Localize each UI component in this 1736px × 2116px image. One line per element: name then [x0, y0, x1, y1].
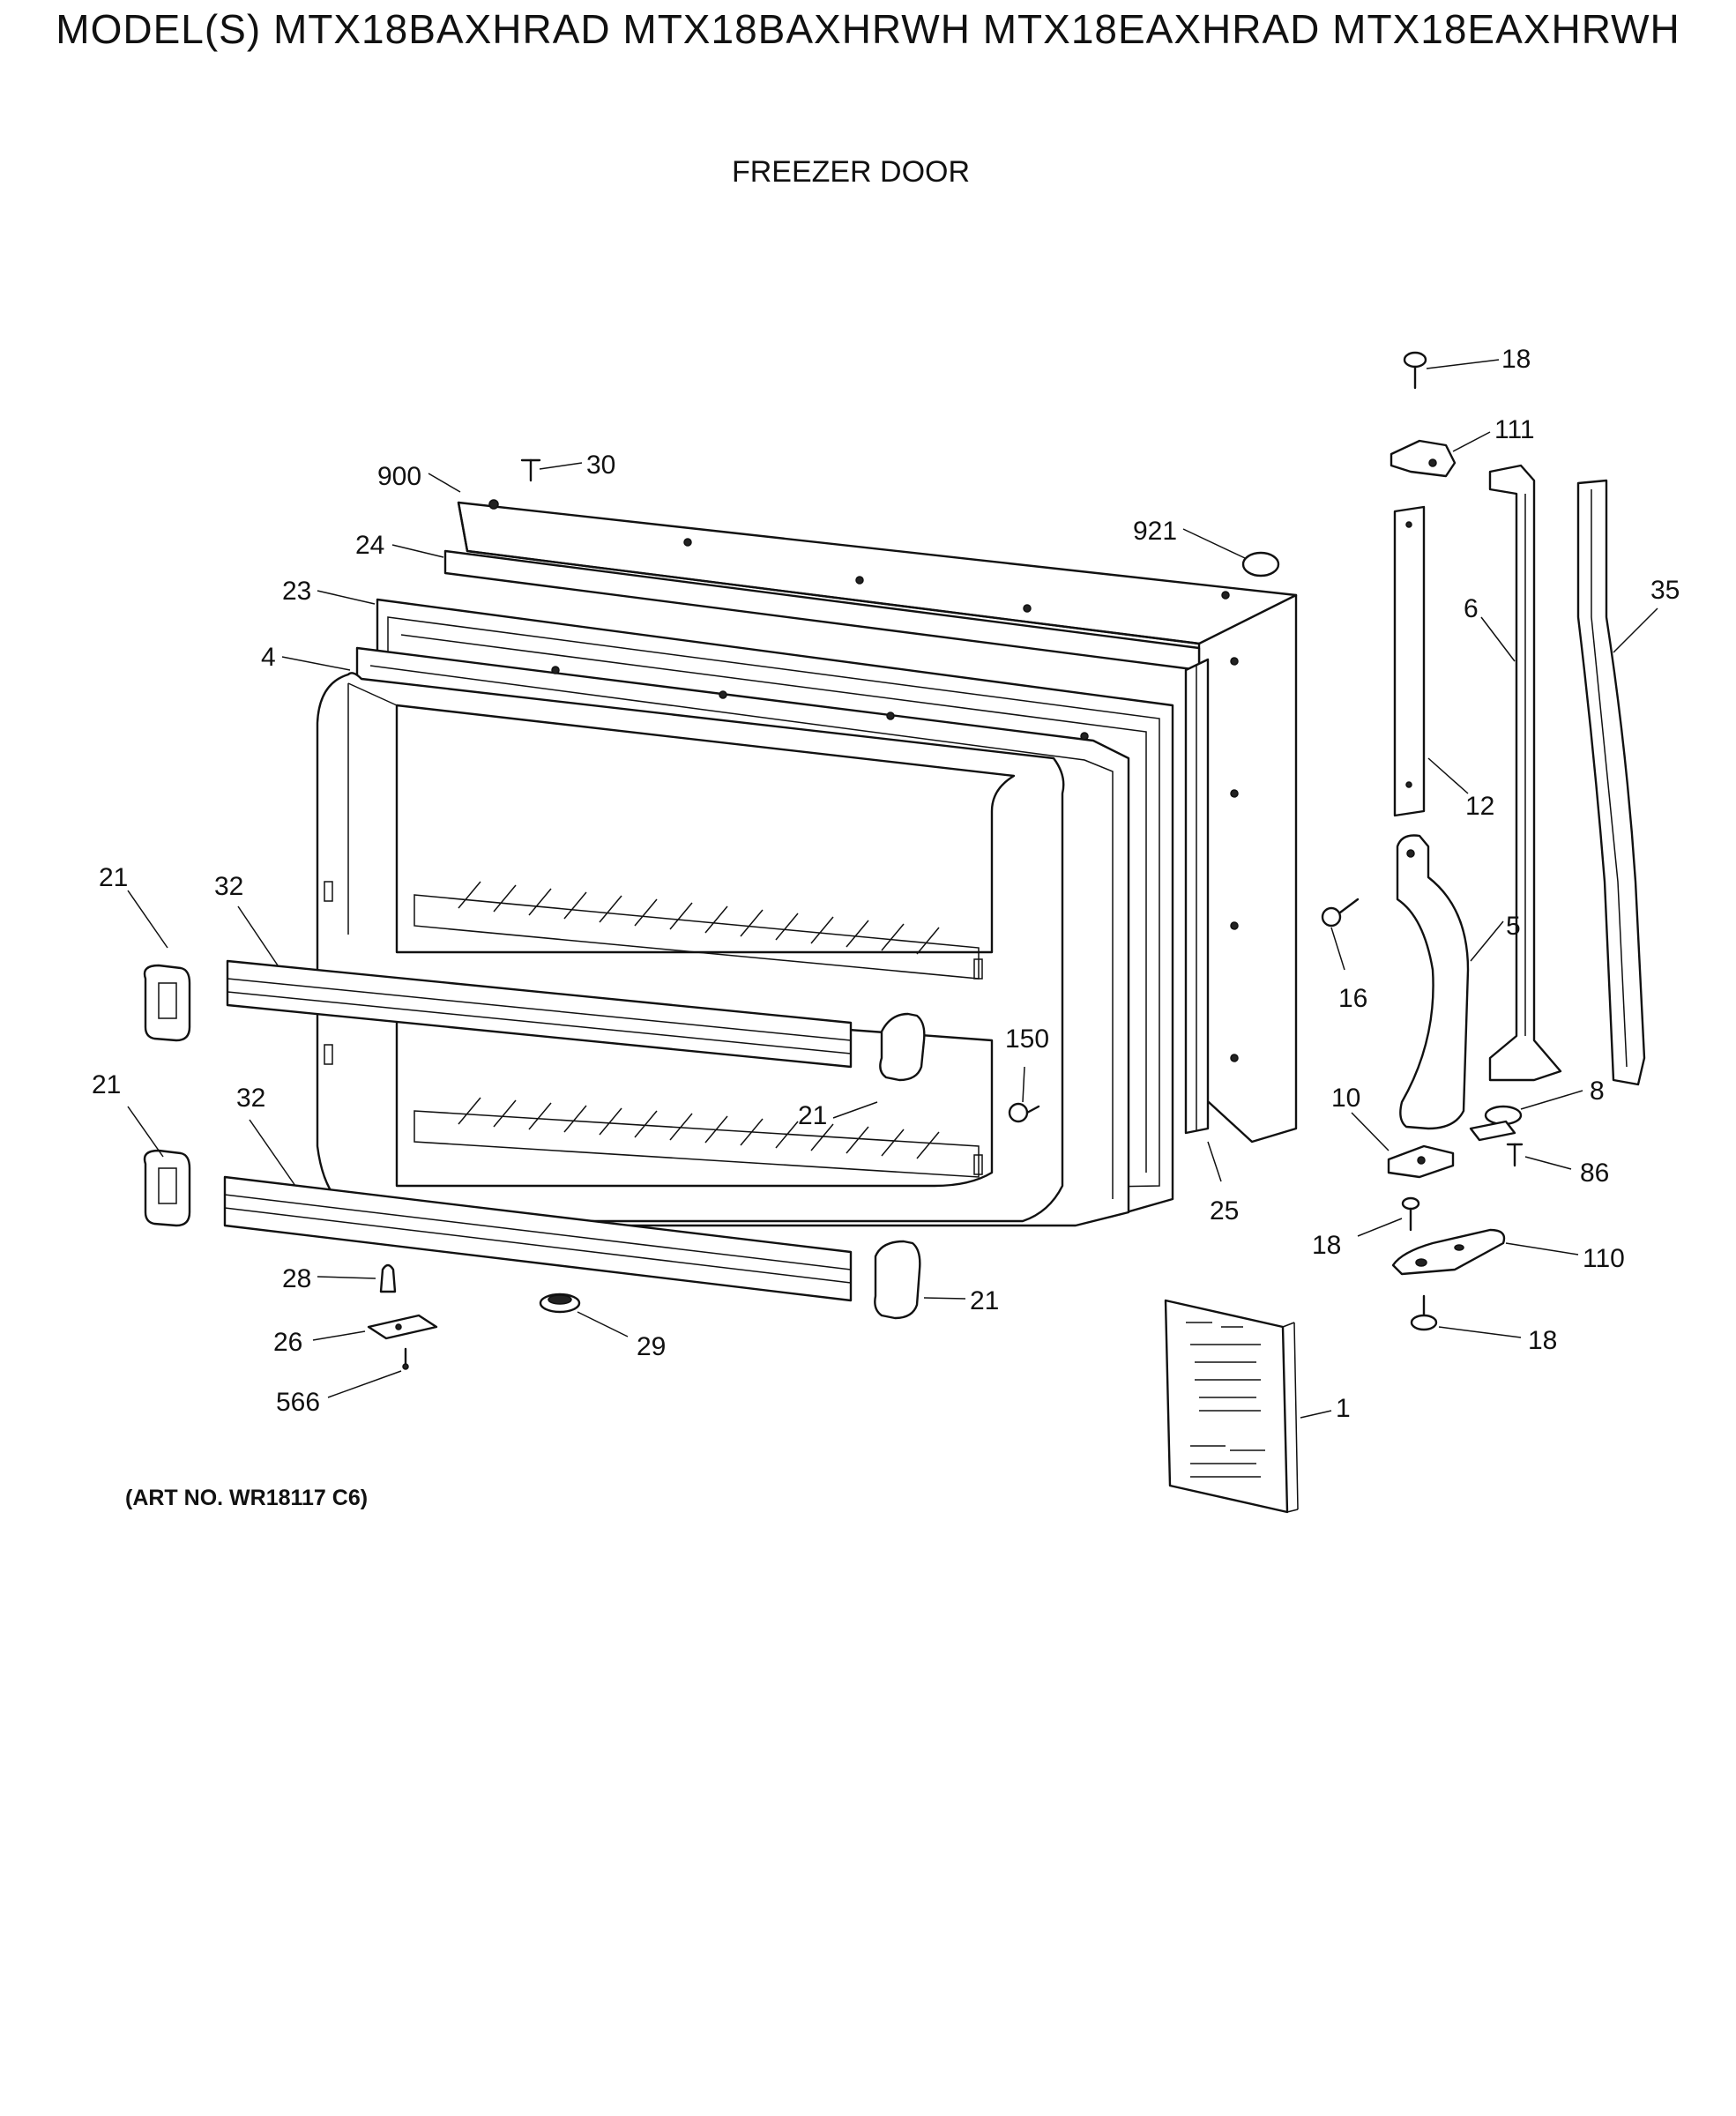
cap-8 — [1469, 1105, 1523, 1142]
gasket-strip-25 — [1184, 658, 1210, 1135]
callout-12: 12 — [1465, 792, 1494, 821]
hinge-110 — [1391, 1228, 1506, 1276]
plate-26 — [367, 1314, 438, 1340]
callout-110: 110 — [1583, 1244, 1625, 1273]
shelf-end-cap-21-lower-left — [143, 1149, 191, 1227]
handle-35 — [1576, 479, 1646, 1086]
callout-24: 24 — [355, 531, 384, 560]
shelf-end-cap-21-upper-left — [143, 964, 191, 1042]
callout-21-lower-left: 21 — [92, 1070, 121, 1099]
hinge-bracket-12 — [1393, 505, 1426, 817]
screw-566 — [402, 1347, 409, 1370]
shelf-bar-32-upper — [226, 959, 853, 1069]
callout-8: 8 — [1590, 1077, 1605, 1106]
screw-16 — [1321, 898, 1360, 928]
callout-1: 1 — [1336, 1394, 1351, 1423]
callout-26: 26 — [273, 1328, 302, 1357]
models-heading: MODEL(S) MTX18BAXHRAD MTX18BAXHRWH MTX18… — [56, 6, 1680, 52]
handle-mount-5 — [1396, 834, 1470, 1130]
hinge-screw-18-top — [1403, 351, 1427, 390]
callout-35: 35 — [1650, 576, 1680, 605]
plug-921 — [1241, 551, 1280, 577]
callout-30: 30 — [586, 451, 615, 480]
pin-28 — [379, 1263, 397, 1293]
screw-30 — [520, 458, 541, 482]
shelf-end-cap-21-lower-right — [874, 1240, 921, 1320]
callout-921: 921 — [1133, 517, 1177, 546]
plug-29 — [539, 1293, 581, 1314]
callout-21-lower-right: 21 — [970, 1286, 999, 1315]
callout-32-lower: 32 — [236, 1084, 265, 1113]
hinge-screw-18-bottom — [1410, 1294, 1438, 1331]
callout-18-top: 18 — [1501, 345, 1531, 374]
leader-lines — [127, 359, 1658, 1419]
callout-labels: 18 111 30 900 921 24 23 4 35 6 12 21 32 … — [92, 345, 1680, 1423]
screw-86 — [1506, 1143, 1524, 1167]
callout-5: 5 — [1506, 912, 1521, 941]
callout-21-center: 21 — [798, 1101, 827, 1130]
callout-86: 86 — [1580, 1159, 1609, 1188]
screw-150 — [1008, 1102, 1040, 1123]
callout-28: 28 — [282, 1264, 311, 1293]
callout-25: 25 — [1210, 1196, 1239, 1226]
literature-booklet-1 — [1164, 1299, 1299, 1514]
shelf-bar-32-lower — [223, 1175, 853, 1302]
callout-4: 4 — [261, 643, 276, 672]
callout-29: 29 — [637, 1332, 666, 1361]
hinge-screw-18-mid — [1401, 1196, 1420, 1232]
callout-566: 566 — [276, 1388, 320, 1417]
lower-shelf-slats — [414, 1097, 980, 1178]
callout-111: 111 — [1494, 415, 1535, 444]
callout-10: 10 — [1331, 1084, 1360, 1113]
shelf-end-cap-21-upper-right — [879, 1012, 926, 1082]
callout-23: 23 — [282, 577, 311, 606]
callout-6: 6 — [1464, 594, 1479, 623]
hinge-111 — [1390, 439, 1457, 478]
inner-door-liner — [316, 672, 1065, 1223]
hinge-plate-10 — [1387, 1144, 1455, 1179]
callout-32-upper: 32 — [214, 872, 243, 901]
art-number: (ART NO. WR18117 C6) — [125, 1486, 369, 1510]
callout-21-upper-left: 21 — [99, 863, 128, 892]
callout-900: 900 — [377, 462, 421, 491]
callout-150: 150 — [1005, 1024, 1049, 1054]
handle-trim-6 — [1488, 464, 1562, 1082]
section-title: FREEZER DOOR — [731, 155, 971, 189]
callout-18-bottom: 18 — [1528, 1326, 1557, 1355]
callout-18-mid: 18 — [1312, 1231, 1341, 1260]
callout-16: 16 — [1338, 984, 1367, 1013]
